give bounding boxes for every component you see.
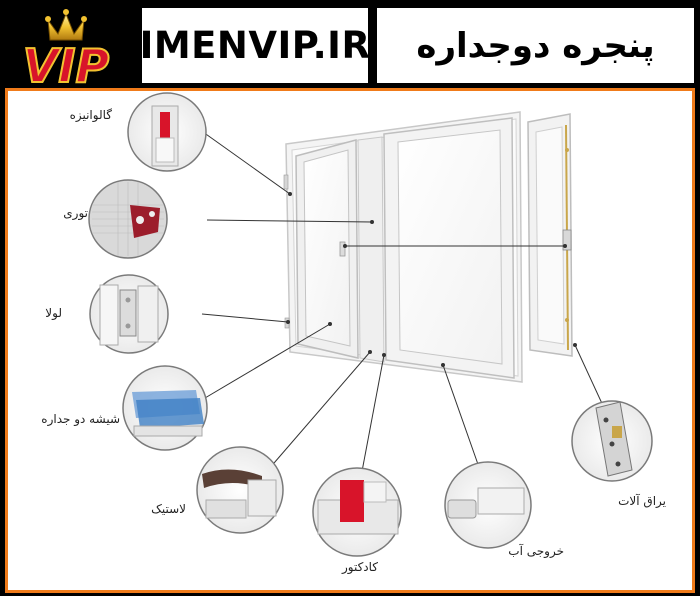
vip-logo: VIP bbox=[22, 9, 110, 94]
hinge-detail bbox=[89, 274, 169, 354]
label-hinge: لولا bbox=[45, 306, 62, 320]
conductor-detail bbox=[312, 467, 402, 557]
brand-box: IMENVIP.IR bbox=[139, 8, 371, 83]
callout-dots bbox=[286, 192, 577, 367]
label-screen: توری bbox=[63, 206, 88, 220]
title-box: پنجره دوجداره bbox=[377, 8, 694, 83]
galvanized-detail bbox=[127, 92, 207, 172]
callout-lines bbox=[201, 131, 606, 483]
double-glass-detail bbox=[122, 365, 208, 451]
brand-text: IMENVIP.IR bbox=[139, 24, 371, 67]
label-galvanized: گالوانیزه bbox=[69, 108, 112, 122]
logo-text: VIP bbox=[23, 39, 110, 93]
label-gasket: لاستیک bbox=[151, 502, 186, 516]
label-conductor: کادکتور bbox=[341, 560, 378, 574]
gasket-detail bbox=[196, 446, 284, 534]
drain-detail bbox=[444, 461, 532, 549]
label-double-glass: شیشه دو جداره bbox=[41, 412, 120, 426]
label-drain: خروجی آب bbox=[508, 544, 564, 558]
window-illustration bbox=[283, 111, 573, 383]
hardware-detail bbox=[571, 400, 653, 482]
page-title: پنجره دوجداره bbox=[416, 25, 655, 66]
screen-detail bbox=[88, 179, 168, 259]
label-hardware: یراق آلات bbox=[618, 494, 666, 508]
